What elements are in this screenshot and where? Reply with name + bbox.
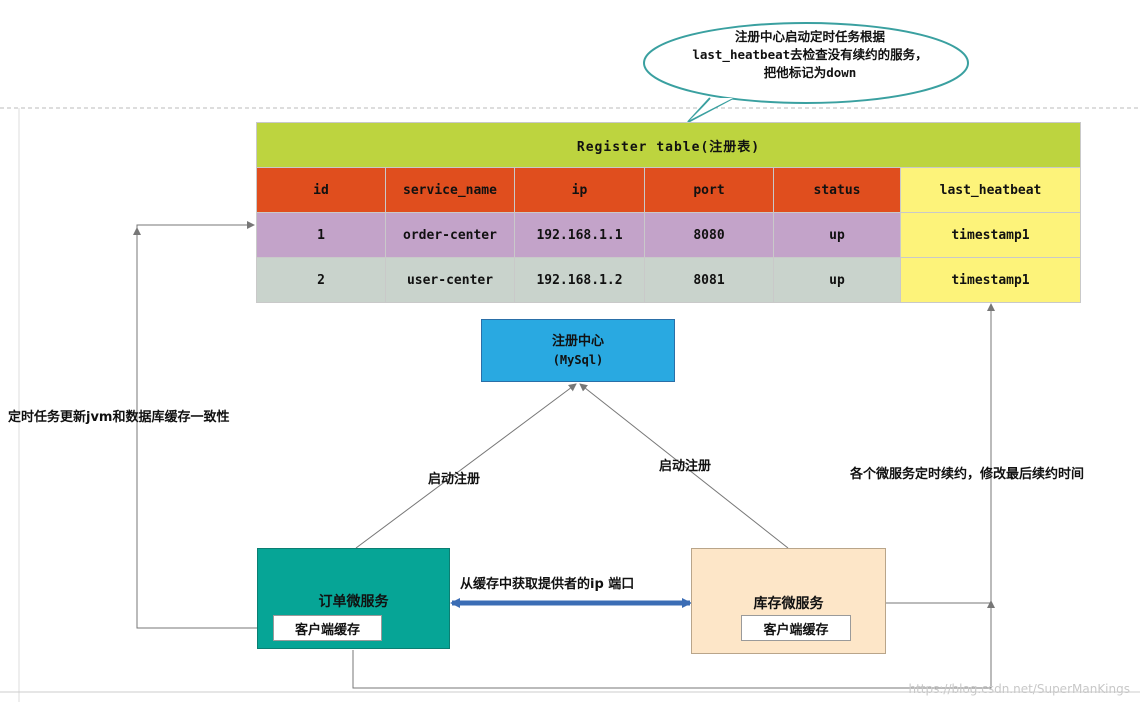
order-service-title: 订单微服务 — [318, 594, 389, 610]
cell-service-name: user-center — [385, 257, 515, 303]
renew-label: 各个微服务定时续约，修改最后续约时间 — [850, 467, 1085, 482]
bubble-line-1: 注册中心启动定时任务根据 — [734, 29, 885, 44]
header-id: id — [256, 167, 386, 213]
register-table-title: Register table(注册表) — [255, 122, 1082, 168]
bubble-text: 注册中心启动定时任务根据 last_heatbeat去检查没有续约的服务， 把他… — [650, 28, 970, 82]
cell-service-name: order-center — [385, 212, 515, 258]
register-label-left: 启动注册 — [428, 472, 481, 487]
bubble-line-3: 把他标记为down — [763, 65, 857, 80]
table-row: 2 user-center 192.168.1.2 8081 up timest… — [256, 257, 1082, 303]
register-table: Register table(注册表) id service_name ip p… — [255, 122, 1082, 303]
registry-box: 注册中心 (MySql) — [481, 319, 675, 382]
speech-bubble — [643, 22, 969, 104]
registry-title: 注册中心 — [551, 333, 604, 349]
sync-label: 定时任务更新jvm和数据库缓存一致性 — [8, 410, 230, 425]
header-ip: ip — [514, 167, 645, 213]
order-register-line — [355, 383, 577, 549]
cell-last-heatbeat: timestamp1 — [899, 212, 1082, 258]
stock-service-title: 库存微服务 — [753, 596, 824, 612]
cell-ip: 192.168.1.2 — [514, 257, 645, 303]
registry-subtitle: (MySql) — [552, 352, 604, 367]
bubble-line-2: last_heatbeat去检查没有续约的服务， — [692, 47, 928, 62]
cell-id: 1 — [256, 212, 386, 258]
header-last-heatbeat: last_heatbeat — [899, 167, 1082, 213]
stock-register-line — [579, 383, 789, 549]
cell-ip: 192.168.1.1 — [514, 212, 645, 258]
renew-line-order — [352, 303, 995, 689]
fetch-label: 从缓存中获取提供者的ip 端口 — [460, 577, 635, 592]
cell-status: up — [773, 257, 901, 303]
header-service-name: service_name — [385, 167, 515, 213]
cell-port: 8080 — [644, 212, 774, 258]
table-row: 1 order-center 192.168.1.1 8080 up times… — [256, 212, 1082, 258]
header-port: port — [644, 167, 774, 213]
sync-loop-line — [136, 221, 257, 629]
register-label-right: 启动注册 — [659, 459, 712, 474]
watermark: https://blog.csdn.net/SuperManKings — [908, 682, 1130, 696]
header-status: status — [773, 167, 901, 213]
cell-port: 8081 — [644, 257, 774, 303]
stock-client-cache: 客户端缓存 — [741, 615, 851, 641]
cell-last-heatbeat: timestamp1 — [899, 257, 1082, 303]
cell-status: up — [773, 212, 901, 258]
cell-id: 2 — [256, 257, 386, 303]
header-row: id service_name ip port status last_heat… — [256, 167, 1082, 213]
order-client-cache: 客户端缓存 — [273, 615, 382, 641]
